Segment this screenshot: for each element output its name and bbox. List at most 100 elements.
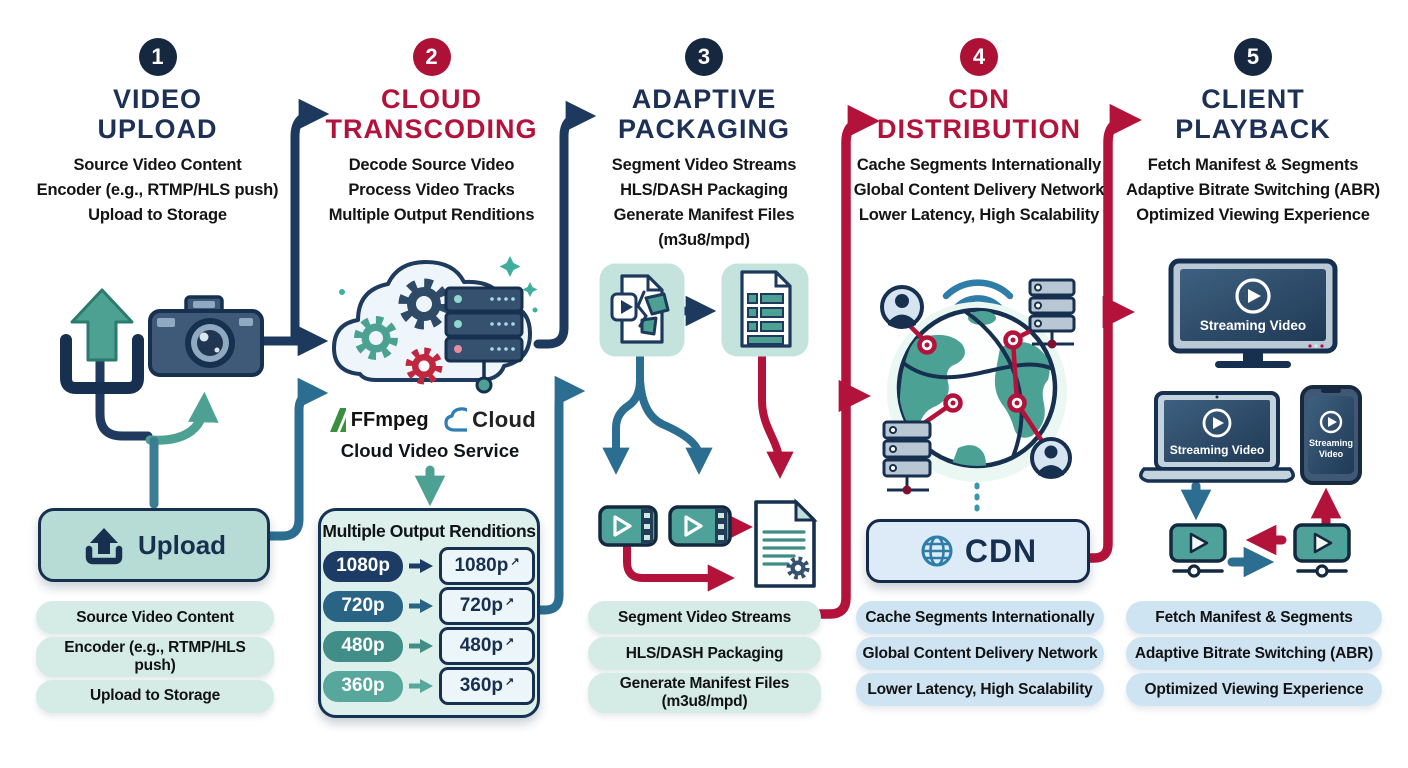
cdn-globe-illustration xyxy=(880,278,1076,495)
right-arrow-icon xyxy=(409,639,433,653)
label-pill: Segment Video Streams xyxy=(588,601,821,634)
connector-cloud-to-stage3-title xyxy=(533,100,597,349)
laptop-icon: Streaming Video xyxy=(1139,391,1295,483)
cdn-edge-nodes xyxy=(917,330,1027,413)
ffmpeg-icon xyxy=(330,408,346,432)
cloud-video-service-label: Cloud Video Service xyxy=(340,440,520,461)
tv-caption: Streaming Video xyxy=(1200,318,1306,333)
upload-icon xyxy=(85,528,123,565)
cdn-box: CDN xyxy=(866,519,1090,583)
cdn-box-label: CDN xyxy=(964,532,1038,569)
server-stack-icon xyxy=(444,286,524,394)
connector-uploadbox-to-ffmpeg xyxy=(262,377,329,541)
sparkle-icon xyxy=(522,282,538,297)
rendition-row: 720p 720p↗ xyxy=(323,587,535,625)
renditions-box: Multiple Output Renditions 1080p 1080p↗ … xyxy=(318,508,540,718)
connector-manifesttile-to-doc xyxy=(758,352,794,479)
source-rendition: 480p xyxy=(323,630,403,662)
connector-split-to-chip2 xyxy=(636,376,713,475)
manifest-file-gear-icon xyxy=(754,498,818,588)
right-arrow-icon xyxy=(409,679,433,693)
stage-1-labels: Source Video Content Encoder (e.g., RTMP… xyxy=(36,601,274,713)
connector-chip1-to-doc xyxy=(623,542,735,592)
source-rendition: 1080p xyxy=(323,550,403,582)
step-number-badge: 5 xyxy=(1234,38,1272,76)
phone-caption-line2: Video xyxy=(1319,449,1344,459)
gear-icon xyxy=(405,347,443,385)
step-number-badge: 1 xyxy=(138,38,177,76)
label-pill: Fetch Manifest & Segments xyxy=(1126,601,1382,634)
ffmpeg-label: FFmpeg xyxy=(350,408,429,431)
connector-stage1-to-stage2-title xyxy=(290,98,330,341)
stage-3-labels: Segment Video Streams HLS/DASH Packaging… xyxy=(588,601,821,713)
source-rendition: 360p xyxy=(323,670,403,702)
label-pill: Cache Segments Internationally xyxy=(856,601,1104,634)
video-segment-chip-icon xyxy=(598,505,658,547)
transcoder-logos: FFmpeg Cloud xyxy=(328,406,536,434)
stage-4-labels: Cache Segments Internationally Global Co… xyxy=(856,601,1104,706)
cloud-logo-icon xyxy=(443,407,468,432)
server-stack-icon xyxy=(1028,278,1076,349)
external-arrow-icon: ↗ xyxy=(505,675,515,688)
output-rendition: 480p↗ xyxy=(439,627,535,665)
tv-screen-icon: Streaming Video xyxy=(1168,258,1338,368)
video-segment-chip-icon xyxy=(668,505,732,547)
connector-tray-down xyxy=(95,357,153,441)
right-arrow-icon xyxy=(409,599,433,613)
laptop-caption: Streaming Video xyxy=(1170,443,1264,457)
step-number-badge: 4 xyxy=(960,38,998,76)
label-pill: Lower Latency, High Scalability xyxy=(856,673,1104,706)
output-rendition: 1080p↗ xyxy=(439,547,535,585)
rendition-row: 480p 480p↗ xyxy=(323,627,535,665)
step-number-badge: 3 xyxy=(685,38,723,76)
segment-video-file-icon xyxy=(599,263,685,357)
connector-cdn-to-stage5-title xyxy=(1083,103,1142,563)
manifest-list-icon xyxy=(721,263,809,357)
renditions-title: Multiple Output Renditions xyxy=(322,521,536,541)
gear-icon xyxy=(354,316,398,360)
label-pill: Optimized Viewing Experience xyxy=(1126,673,1382,706)
step-number-badge: 2 xyxy=(412,38,451,76)
stage-5-labels: Fetch Manifest & Segments Adaptive Bitra… xyxy=(1126,601,1382,706)
connector-split-to-chip1 xyxy=(602,352,644,475)
camera-icon xyxy=(148,295,264,377)
connector-renditions-to-segmenter xyxy=(535,375,586,615)
upload-tray-icon xyxy=(60,288,144,394)
output-rendition: 720p↗ xyxy=(439,587,535,625)
phone-caption-line1: Streaming xyxy=(1309,438,1353,448)
rendition-row: 360p 360p↗ xyxy=(323,667,535,705)
source-rendition: 720p xyxy=(323,590,403,622)
video-player-icon xyxy=(1293,523,1351,578)
label-pill: HLS/DASH Packaging xyxy=(588,637,821,670)
output-rendition: 360p↗ xyxy=(439,667,535,705)
video-player-icon xyxy=(1169,523,1227,578)
right-arrow-icon xyxy=(409,559,433,573)
cloud-transcoding-icon xyxy=(332,256,538,394)
external-arrow-icon: ↗ xyxy=(505,595,515,608)
cloud-logo-label: Cloud xyxy=(472,407,536,432)
user-avatar-icon xyxy=(1030,437,1072,479)
connector-stage3-to-stage4-title xyxy=(815,104,880,619)
upload-box: Upload xyxy=(38,508,270,582)
server-stack-icon xyxy=(882,420,932,495)
label-pill: Encoder (e.g., RTMP/HLS push) xyxy=(36,637,274,677)
label-pill: Upload to Storage xyxy=(36,679,274,713)
sparkle-icon xyxy=(499,256,521,277)
external-arrow-icon: ↗ xyxy=(505,635,515,648)
